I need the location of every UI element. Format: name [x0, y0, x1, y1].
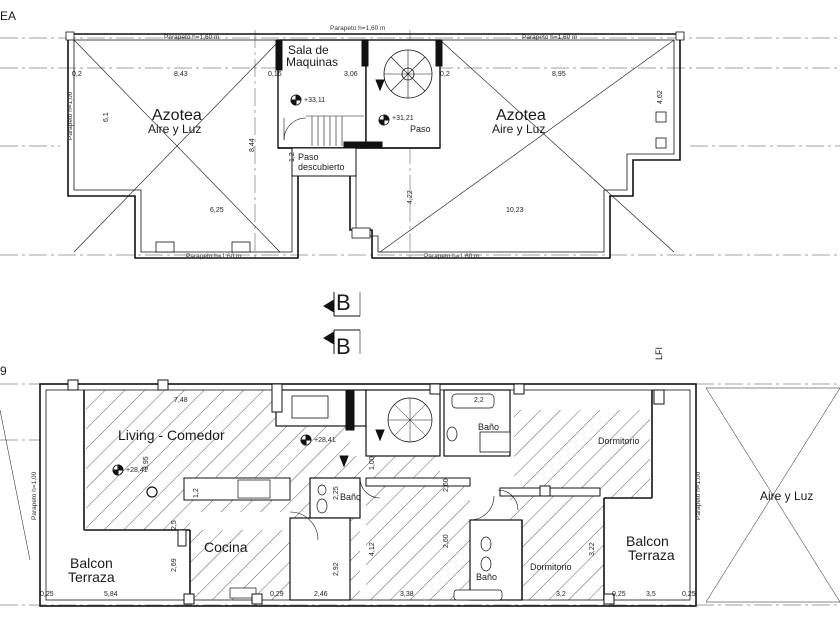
dim-label: 1,2 [193, 488, 200, 498]
room-bano-2: Baño [478, 422, 499, 432]
dim-label: 2,25 [333, 486, 340, 500]
edge-label: 9 [0, 364, 7, 378]
dim-label: 2,60 [443, 478, 450, 492]
room-paso-desc-line1: Paso [298, 152, 319, 162]
dim-label: 2,46 [314, 591, 328, 598]
top-plan-labels: EA Azotea Aire y Luz Azotea Aire y Luz S… [0, 9, 664, 260]
dim-label: 2,60 [443, 534, 450, 548]
dim-label: 3,06 [344, 71, 358, 78]
level-label: +28,41 [314, 437, 336, 444]
room-paso: Paso [410, 124, 431, 134]
section-marks [323, 292, 361, 354]
room-dormitorio-2: Dormitorio [530, 562, 572, 572]
dim-label: 8,43 [174, 71, 188, 78]
dim-label: 6,25 [210, 207, 224, 214]
dim-label: 4,62 [657, 90, 664, 104]
parapet-label: Parapeto h=1,60 m [330, 25, 385, 32]
dim-label: 3,38 [400, 591, 414, 598]
level-label: +31,21 [392, 115, 414, 122]
top-plan [0, 30, 840, 262]
room-dormitorio-1: Dormitorio [598, 436, 640, 446]
bottom-plan-labels: 9 LFI Living - Comedor Cocina Baño Baño … [0, 347, 813, 598]
room-paso-desc-line2: descubierto [298, 162, 345, 172]
room-terraza-left: Terraza [68, 569, 115, 585]
room-azotea-left-sub: Aire y Luz [148, 122, 201, 136]
room-terraza-right: Terraza [628, 547, 675, 563]
dim-label: 1,00 [369, 456, 376, 470]
edge-label: EA [0, 9, 16, 23]
parapet-label: Parapeto h=1,60 m [522, 34, 577, 41]
dim-label: 2,5 [171, 520, 178, 530]
level-label: +33,11 [304, 97, 325, 104]
section-mark-lower: B [336, 334, 351, 359]
lfi-label: LFI [654, 347, 664, 360]
dim-label: 10,23 [506, 207, 524, 214]
roof-outline [67, 33, 681, 259]
room-bano-3: Baño [476, 572, 497, 582]
dim-label: 5,84 [104, 591, 118, 598]
dim-label: 3,2 [556, 591, 566, 598]
parapet-label: Parapeto h=1,00 [31, 471, 38, 520]
dim-label: 2,2 [474, 397, 484, 404]
dim-label: 2,92 [333, 562, 340, 576]
dim-label: 3,5 [646, 591, 656, 598]
dim-label: 0,2 [72, 71, 82, 78]
parapet-label: Parapeto h=1,00 [695, 471, 702, 520]
room-balcon-left: Balcon [70, 555, 113, 571]
dim-label: 0,25 [40, 591, 54, 598]
room-aire-luz: Aire y Luz [760, 489, 813, 503]
dim-label: 8,95 [552, 71, 566, 78]
room-azotea-right-sub: Aire y Luz [492, 122, 545, 136]
dim-label: 6,1 [103, 112, 110, 122]
room-sala-line2: Maquinas [286, 55, 338, 69]
parapet-label: Parapeto h=1,00 [67, 91, 74, 140]
bottom-plan [0, 379, 840, 607]
dim-label: 0,16 [268, 71, 282, 78]
room-living: Living - Comedor [118, 427, 225, 443]
dim-label: 4,22 [407, 190, 414, 204]
dim-label: 4,12 [369, 542, 376, 556]
dim-label: 0,25 [612, 591, 626, 598]
dim-label: 0,29 [270, 591, 284, 598]
room-balcon-right: Balcon [626, 533, 669, 549]
dim-label: 3,95 [143, 456, 150, 470]
level-label: +28,41 [126, 467, 148, 474]
room-azotea-right: Azotea [496, 107, 546, 124]
room-bano-1: Baño [340, 492, 361, 502]
parapet-label: Parapeto h=1,60 m [424, 253, 479, 260]
dim-label: 2,69 [171, 558, 178, 572]
dim-label: 0,2 [440, 71, 450, 78]
room-cocina: Cocina [204, 539, 248, 555]
dim-label: 7,48 [174, 397, 188, 404]
room-sala-line1: Sala de [288, 43, 329, 57]
dim-label: 8,44 [249, 138, 256, 152]
dim-label: 1,2 [289, 152, 296, 162]
dim-label: 3,22 [589, 542, 596, 556]
dim-label: 0,25 [682, 591, 696, 598]
parapet-label: Parapeto h=1,60 m [186, 253, 241, 260]
parapet-label: Parapeto h=1,60 m [164, 34, 219, 41]
room-azotea-left: Azotea [152, 107, 202, 124]
section-mark-upper: B [336, 290, 351, 315]
